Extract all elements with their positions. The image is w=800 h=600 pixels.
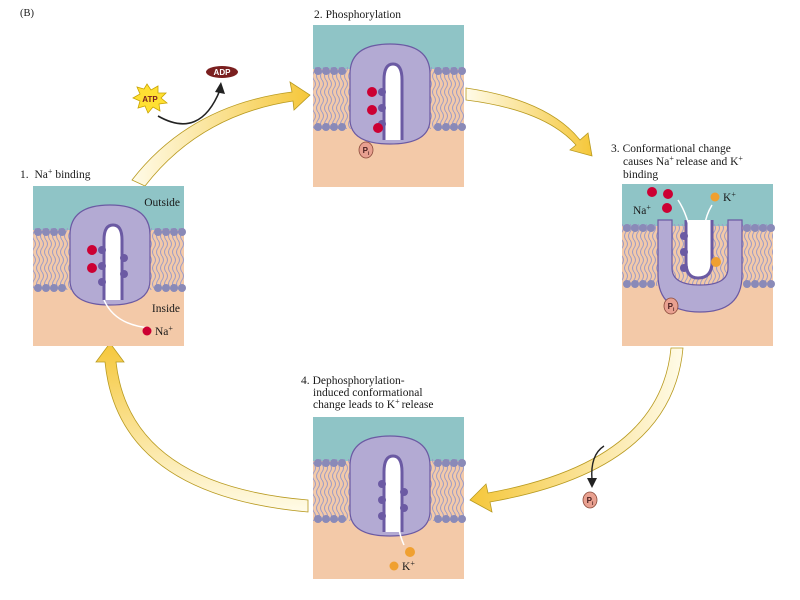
step2-sodium-ion (367, 87, 377, 97)
panel-label: (B) (20, 8, 35, 19)
step2-panel: 2.Phosphorylation Pi (313, 9, 466, 187)
atp-to-adp-arrow (157, 89, 221, 125)
step3-potassium-label: K+ (723, 190, 736, 204)
step3-phosphate-icon (663, 297, 679, 315)
released-phosphate-icon (582, 491, 598, 509)
step4-potassium-legend-icon (389, 561, 399, 571)
step3-phosphate-label: Pi (668, 302, 675, 313)
step1-sodium-legend: Na+ (155, 324, 173, 338)
step3-potassium-ion (711, 257, 721, 267)
step3-potassium-legend-icon (710, 192, 720, 202)
step1-panel: 1. Na+ binding Outside Inside Na+ (20, 167, 186, 346)
step3-sodium-ion (663, 189, 673, 199)
step4-panel: 4.Dephosphorylation- induced conformatio… (301, 375, 466, 579)
adp-badge (206, 66, 238, 78)
released-phosphate: Pi (582, 445, 605, 509)
arrow-step1-to-step2 (131, 81, 311, 187)
atp-label: ATP (142, 95, 158, 104)
step1-sodium-ion (87, 263, 97, 273)
step1-sodium-ion (87, 245, 97, 255)
step4-potassium-ion (405, 547, 415, 557)
step1-outside-label: Outside (144, 197, 180, 209)
step1-pump-channel (102, 223, 124, 300)
step1-title: 1. Na+ binding (20, 167, 91, 181)
step3-sodium-ion (662, 203, 672, 213)
step3-sodium-label: Na+ (633, 203, 651, 217)
arrow-step3-to-step4 (469, 347, 684, 513)
step1-sodium-legend-icon (142, 326, 152, 336)
step1-inside-label: Inside (152, 303, 180, 315)
step2-phosphate-label: Pi (363, 146, 370, 157)
arrow-step2-to-step3 (465, 87, 593, 157)
atp-hydrolysis: ATP ADP (132, 66, 238, 125)
step2-title: 2.Phosphorylation (314, 9, 401, 21)
step4-title: 4.Dephosphorylation- induced conformatio… (301, 375, 434, 411)
step3-sodium-ion (647, 187, 657, 197)
arrow-step4-to-step1 (95, 342, 309, 513)
step2-phosphate-icon (358, 141, 374, 159)
adp-label: ADP (214, 68, 232, 77)
step2-pump-channel (382, 62, 404, 140)
step4-pump-channel (382, 454, 404, 532)
released-phosphate-label: Pi (587, 496, 594, 507)
cycle-arrows (95, 81, 684, 513)
step2-sodium-ion (367, 105, 377, 115)
atp-burst-icon (132, 83, 168, 114)
step3-title: 3.Conformational change causes Na+releas… (611, 143, 746, 181)
step2-sodium-ion (373, 123, 383, 133)
step3-panel: 3.Conformational change causes Na+releas… (611, 143, 775, 346)
step4-potassium-legend: K+ (402, 559, 415, 573)
